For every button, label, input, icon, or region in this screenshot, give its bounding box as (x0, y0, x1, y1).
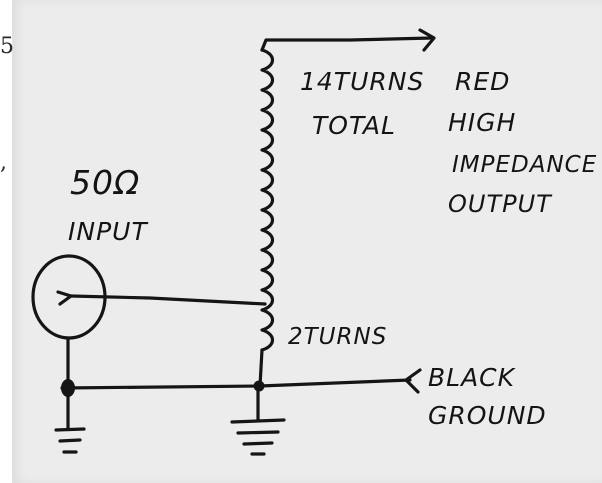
label-input: INPUT (68, 217, 148, 246)
ground-bus (60, 378, 412, 390)
center-ground-symbol (230, 418, 286, 456)
output-arrow (418, 28, 436, 52)
label-coil-total: TOTAL (312, 111, 396, 140)
coax-center-pin (56, 290, 73, 306)
label-black: BLACK (428, 363, 517, 392)
output-wire (260, 36, 434, 52)
coil-bottom-lead (258, 348, 264, 388)
ground-arrow (404, 368, 422, 394)
label-output: OUTPUT (448, 190, 553, 218)
label-coil-turns: 14TURNS (300, 67, 424, 96)
inductor-coil (260, 48, 275, 352)
label-ground: GROUND (428, 401, 547, 430)
label-50-ohm: 50Ω (70, 163, 140, 202)
label-impedance: IMPEDANCE (452, 152, 597, 178)
edge-fragment-top: 5 (0, 34, 14, 59)
label-two-turns: 2TURNS (288, 324, 387, 350)
label-red: RED (455, 67, 510, 96)
left-ground-symbol (54, 427, 86, 454)
edge-fragment-middle: , (0, 150, 7, 175)
tap-wire (69, 294, 267, 306)
paper-sheet (12, 0, 602, 483)
label-high: HIGH (448, 108, 516, 137)
